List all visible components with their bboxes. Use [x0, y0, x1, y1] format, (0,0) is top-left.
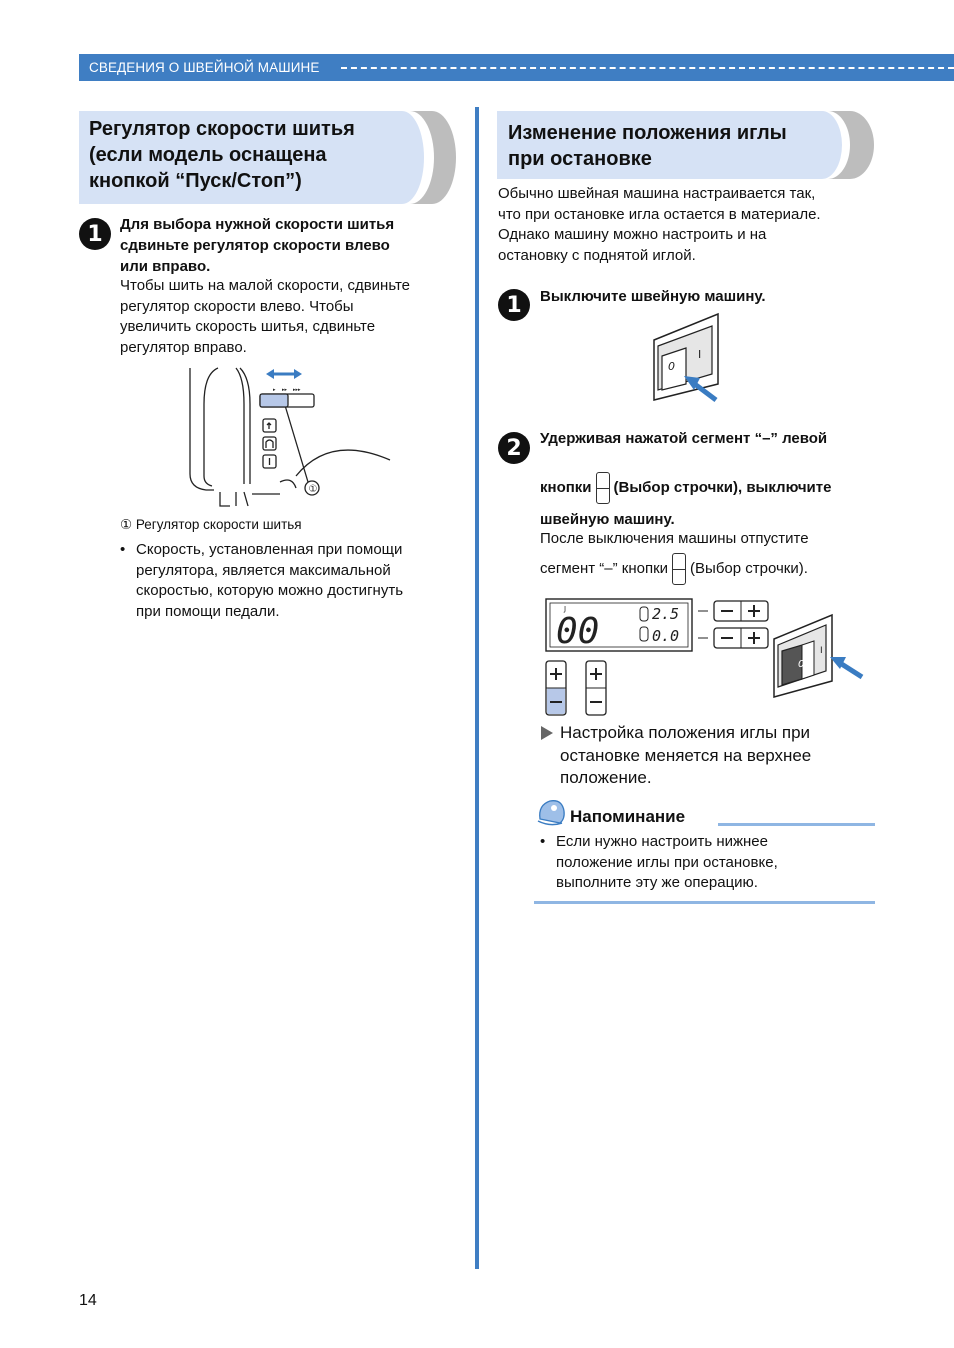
right-title-line: Изменение положения иглы — [508, 122, 787, 144]
right-step-2-number: 2 — [498, 432, 530, 464]
right-step-2-instruction-line1: Удерживая нажатой сегмент “–” левой — [540, 430, 828, 447]
column-divider — [475, 107, 479, 1269]
intro-line: Обычно швейная машина настраивается так, — [498, 185, 816, 202]
note-line: положение иглы при остановке, — [556, 853, 778, 871]
body-fragment: сегмент “–” кнопки — [540, 559, 669, 577]
header-dashed-line — [341, 67, 954, 69]
body-fragment: (Выбор строчки). — [690, 559, 808, 577]
lcd-width-value: 2.5 — [652, 605, 679, 623]
bell-icon — [537, 800, 565, 826]
figure-callout: ① — [309, 484, 318, 495]
right-step-2-instruction-line3: швейную машину. — [540, 511, 675, 528]
note-bullet: • Если нужно настроить нижнее положение … — [540, 832, 870, 898]
instruction-line: или вправо. — [120, 258, 211, 275]
bullet-line: Скорость, установленная при помощи — [136, 541, 403, 558]
left-title-line: (если модель оснащена — [89, 144, 327, 166]
bullet-text: Скорость, установленная при помощи регул… — [136, 540, 403, 622]
left-step-1-number: 1 — [79, 218, 111, 250]
intro-line: остановку с поднятой иглой. — [498, 246, 696, 264]
svg-text:▸: ▸ — [273, 387, 276, 393]
instruction-line: Для выбора нужной скорости шитья — [120, 216, 395, 233]
bullet-dot: • — [120, 541, 126, 558]
section-title: СВЕДЕНИЯ О ШВЕЙНОЙ МАШИНЕ — [89, 60, 320, 75]
result-text: Настройка положения иглы при остановке м… — [560, 722, 811, 790]
section-header-band: СВЕДЕНИЯ О ШВЕЙНОЙ МАШИНЕ — [79, 54, 954, 81]
result-line: Настройка положения иглы при — [560, 723, 811, 742]
left-step-1-body: Чтобы шить на малой скорости, сдвиньте р… — [120, 276, 410, 358]
bullet-line: при помощи педали. — [136, 602, 280, 620]
right-title-tab-decoration — [800, 111, 874, 179]
bullet-line: регулятора, является максимальной — [136, 561, 391, 579]
bullet-dot: • — [540, 833, 546, 850]
svg-text:▸▸: ▸▸ — [282, 387, 288, 393]
left-title-line: кнопкой “Пуск/Стоп”) — [89, 170, 302, 192]
pattern-select-key-icon — [672, 553, 687, 585]
left-step-1-instruction: Для выбора нужной скорости шитья сдвиньт… — [120, 214, 394, 277]
note-line: выполните эту же операцию. — [556, 874, 758, 891]
lcd-pattern-number: 00 — [556, 611, 599, 652]
right-step-2-instruction-line2: кнопки (Выбор строчки), выключите — [540, 472, 831, 504]
note-text: Если нужно настроить нижнее положение иг… — [556, 832, 778, 894]
left-section-title: Регулятор скорости шитья (если модель ос… — [89, 116, 355, 194]
note-header-rule — [718, 823, 875, 826]
note-bottom-rule — [534, 901, 875, 904]
left-title-box — [79, 111, 404, 204]
intro-line: Однако машину можно настроить и на — [498, 226, 767, 243]
body-line: регулятор скорости влево. Чтобы — [120, 297, 354, 315]
power-switch-figure: 0 I — [653, 312, 719, 402]
page-number: 14 — [79, 1292, 97, 1309]
left-title-line: Регулятор скорости шитья — [89, 118, 355, 140]
figure-caption: ① Регулятор скорости шитья — [120, 517, 302, 532]
note-line: Если нужно настроить нижнее — [556, 833, 768, 850]
left-bullet: • Скорость, установленная при помощи рег… — [120, 540, 460, 630]
svg-text:▸▸▸: ▸▸▸ — [293, 387, 301, 393]
right-step-2-body-line1: После выключения машины отпустите — [540, 530, 809, 547]
lcd-panel-figure: J 00 2.5 0.0 0 I — [545, 598, 864, 716]
right-step-2-body-line2: сегмент “–” кнопки (Выбор строчки). — [540, 553, 808, 585]
intro-line: что при остановке игла остается в матери… — [498, 205, 821, 223]
instruction-line: сдвиньте регулятор скорости влево — [120, 237, 390, 254]
right-title-line: при остановке — [508, 148, 652, 170]
left-title-tab-decoration — [380, 111, 456, 204]
right-title-box — [497, 111, 822, 179]
body-line: увеличить скорость шитья, сдвиньте — [120, 318, 376, 335]
instruction-fragment: кнопки — [540, 478, 592, 496]
result-line: положение. — [560, 768, 652, 787]
lcd-length-value: 0.0 — [652, 627, 679, 645]
lcd-mode-letter: J — [563, 605, 566, 613]
result-arrow-icon — [541, 726, 553, 740]
switch-off-label: 0 — [798, 659, 804, 670]
instruction-fragment: (Выбор строчки), выключите — [613, 478, 832, 496]
switch-off-label: 0 — [668, 360, 675, 373]
right-step-1-instruction: Выключите швейную машину. — [540, 288, 766, 305]
pattern-select-key-icon — [595, 472, 610, 504]
right-section-title: Изменение положения иглы при остановке — [508, 120, 787, 172]
body-line: Чтобы шить на малой скорости, сдвиньте — [120, 277, 411, 294]
speed-regulator-figure: ▸▸▸▸▸▸ ① — [189, 367, 391, 507]
switch-on-label: I — [820, 646, 823, 656]
right-intro: Обычно швейная машина настраивается так,… — [498, 184, 821, 266]
result-line: остановке меняется на верхнее — [560, 745, 812, 765]
note-header: Напоминание — [534, 797, 875, 827]
right-step-1-number: 1 — [498, 289, 530, 321]
bullet-line: скоростью, которую можно достигнуть — [136, 582, 404, 599]
switch-on-label: I — [698, 348, 701, 361]
body-line: регулятор вправо. — [120, 338, 247, 356]
note-title: Напоминание — [570, 807, 686, 826]
